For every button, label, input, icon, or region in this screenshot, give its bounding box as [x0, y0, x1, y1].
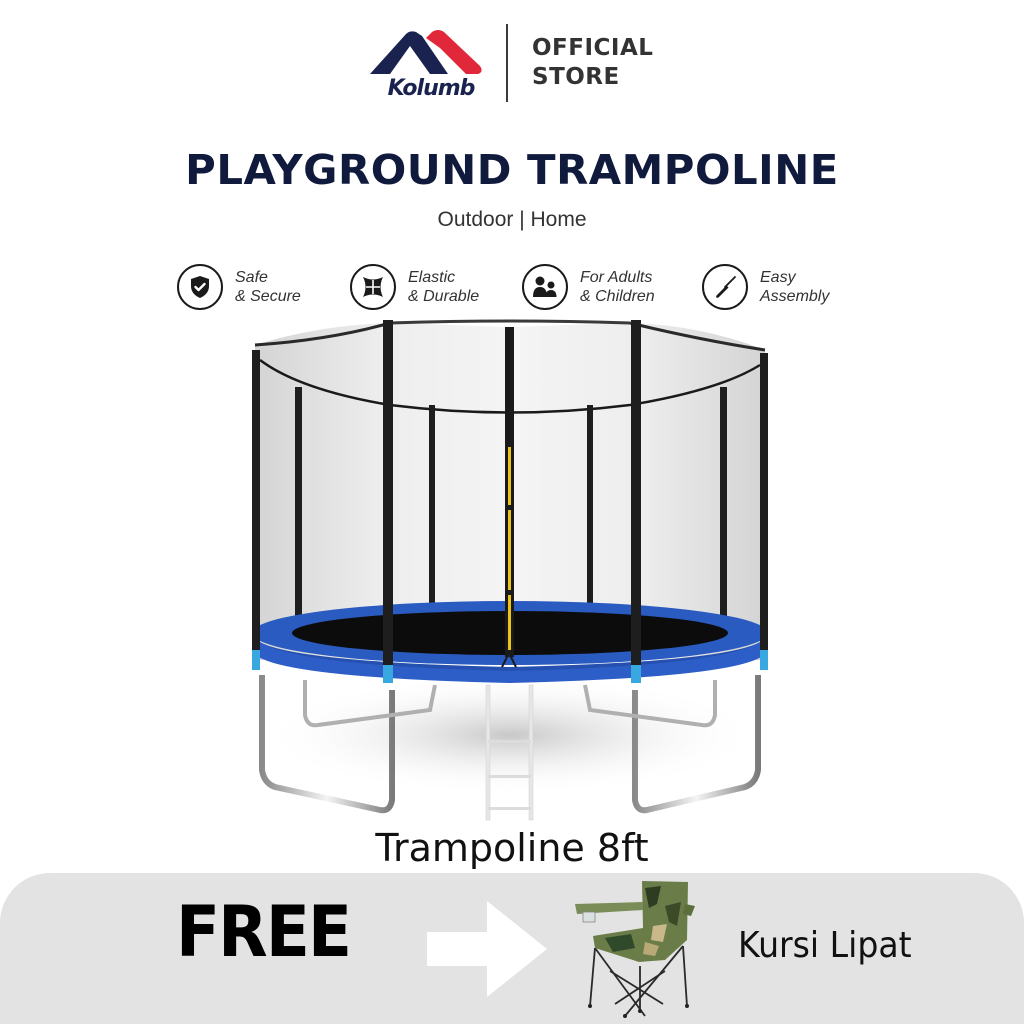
feature-line2: Assembly [760, 288, 830, 305]
brand-name: Kolumb [387, 76, 476, 101]
free-label: FREE [176, 891, 352, 973]
feature-line2: & Children [580, 288, 655, 305]
shield-check-icon [177, 264, 223, 310]
store-label-line1: OFFICIAL [532, 35, 654, 61]
folding-chair-image [575, 881, 695, 1018]
mountain-logo-icon [370, 30, 482, 74]
feature-line1: Easy [760, 269, 796, 286]
feature-line2: & Secure [235, 288, 301, 305]
feature-line1: For Adults [580, 269, 653, 286]
arrow-right-icon [427, 901, 547, 997]
store-label-line2: STORE [532, 64, 620, 90]
feature-safe-secure: Safe & Secure [177, 262, 301, 312]
gift-label: Kursi Lipat [738, 925, 912, 966]
feature-line2: & Durable [408, 288, 480, 305]
feature-easy-assembly: Easy Assembly [702, 262, 829, 312]
product-name: Trampoline 8ft [375, 826, 649, 870]
free-gift-banner: FREE Kursi Lipat [0, 873, 1024, 1024]
page-title: PLAYGROUND TRAMPOLINE [185, 146, 839, 194]
feature-list: Safe & Secure Elastic & Durable For Adul [0, 262, 1024, 312]
logo-divider [506, 24, 508, 102]
feature-elastic-durable: Elastic & Durable [350, 262, 479, 312]
trampoline-image [240, 315, 780, 825]
screwdriver-icon [702, 264, 748, 310]
store-header: Kolumb OFFICIAL STORE [0, 0, 1024, 120]
feature-line1: Safe [235, 269, 268, 286]
feature-adults-children: For Adults & Children [522, 262, 655, 312]
official-store-label: OFFICIAL STORE [532, 34, 653, 92]
page-subtitle: Outdoor | Home [437, 208, 587, 231]
people-icon [522, 264, 568, 310]
elastic-net-icon [350, 264, 396, 310]
kolumb-logo[interactable]: Kolumb [368, 28, 490, 101]
feature-line1: Elastic [408, 269, 456, 286]
